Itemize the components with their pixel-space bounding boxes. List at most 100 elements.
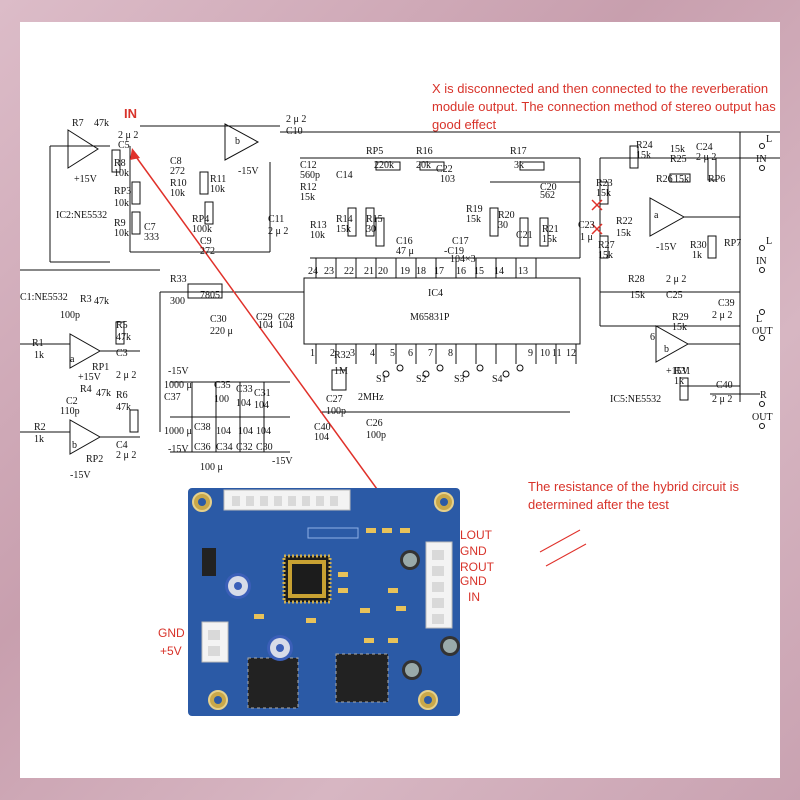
svg-text:30: 30 [366,224,376,235]
svg-text:C23: C23 [578,220,595,231]
in-marker: IN [124,106,137,121]
svg-text:RP3: RP3 [114,186,131,197]
svg-text:104: 104 [216,426,231,437]
svg-text:1: 1 [310,348,315,359]
power-gnd: GND [158,626,185,640]
switch-s3: S3 [454,374,465,385]
svg-text:C27: C27 [326,394,343,405]
svg-text:2 μ 2: 2 μ 2 [286,114,306,125]
svg-text:5: 5 [390,348,395,359]
svg-text:-15V: -15V [272,456,293,467]
output-in-2: IN [756,256,767,267]
svg-text:R31: R31 [674,366,691,377]
svg-text:C34: C34 [216,442,233,453]
svg-text:C38: C38 [194,422,211,433]
svg-text:C8: C8 [170,156,182,167]
svg-text:20: 20 [378,266,388,277]
svg-text:C4: C4 [116,440,128,451]
svg-text:C2: C2 [66,396,78,407]
ic4-part: M65831P [410,312,450,323]
pin-in: IN [468,590,480,604]
svg-text:220 μ: 220 μ [210,326,233,337]
output-out-2: OUT [752,412,773,423]
svg-text:15k: 15k [674,174,689,185]
svg-text:10k: 10k [114,168,129,179]
svg-text:C40: C40 [716,380,733,391]
svg-text:1000 μ: 1000 μ [164,380,192,391]
svg-text:3k: 3k [514,160,524,171]
svg-text:1000 μ: 1000 μ [164,426,192,437]
svg-text:C36: C36 [194,442,211,453]
svg-text:R17: R17 [510,146,527,157]
svg-text:R30: R30 [690,240,707,251]
svg-text:47k: 47k [116,402,131,413]
svg-text:47k: 47k [94,296,109,307]
svg-text:23: 23 [324,266,334,277]
svg-text:10k: 10k [210,184,225,195]
svg-text:C12: C12 [300,160,317,171]
svg-text:R21: R21 [542,224,559,235]
svg-text:-15V: -15V [238,166,259,177]
ic5-label: IC5:NE5532 [610,394,661,405]
svg-text:-C19: -C19 [444,246,464,257]
svg-text:R27: R27 [598,240,615,251]
svg-text:R5: R5 [116,320,128,331]
svg-text:100p: 100p [366,430,386,441]
svg-text:C9: C9 [200,236,212,247]
svg-text:C33: C33 [236,384,253,395]
svg-text:b: b [72,440,77,451]
svg-text:16: 16 [456,266,466,277]
svg-text:7: 7 [428,348,433,359]
svg-text:15k: 15k [466,214,481,225]
svg-text:2 μ 2: 2 μ 2 [666,274,686,285]
output-l-1: L [766,134,772,145]
svg-text:2 μ 2: 2 μ 2 [116,450,136,461]
svg-text:21: 21 [364,266,374,277]
svg-text:2 μ 2: 2 μ 2 [696,152,716,163]
svg-text:47k: 47k [94,118,109,129]
svg-text:333: 333 [144,232,159,243]
svg-text:15: 15 [474,266,484,277]
ic4-label: IC4 [428,288,443,299]
output-l-2: L [766,236,772,247]
svg-text:C22: C22 [436,164,453,175]
svg-text:2 μ 2: 2 μ 2 [712,394,732,405]
svg-text:-15V: -15V [656,242,677,253]
svg-text:300: 300 [170,296,185,307]
svg-text:562: 562 [540,190,555,201]
ic2-label: IC2:NE5532 [56,210,107,221]
svg-text:2 μ 2: 2 μ 2 [116,370,136,381]
svg-text:R14: R14 [336,214,353,225]
svg-text:15k: 15k [596,188,611,199]
svg-text:R9: R9 [114,218,126,229]
svg-text:+15V: +15V [78,372,102,383]
svg-text:b: b [235,136,240,147]
svg-text:C35: C35 [214,380,231,391]
svg-text:2MHz: 2MHz [358,392,384,403]
svg-text:R25: R25 [670,154,687,165]
svg-text:C5: C5 [118,140,130,151]
svg-text:2 μ 2: 2 μ 2 [118,130,138,141]
svg-text:24: 24 [308,266,318,277]
svg-text:R12: R12 [300,182,317,193]
regulator-label: 7805 [200,290,220,301]
svg-text:104: 104 [238,426,253,437]
pin-rout: ROUT [460,560,494,574]
svg-text:110p: 110p [60,406,80,417]
svg-text:11: 11 [552,348,562,359]
svg-text:R33: R33 [170,274,187,285]
svg-text:104: 104 [278,320,293,331]
svg-text:15k: 15k [636,150,651,161]
svg-text:C16: C16 [396,236,413,247]
svg-text:10k: 10k [310,230,325,241]
svg-text:1M: 1M [334,366,348,377]
svg-text:10k: 10k [114,198,129,209]
output-out-1: OUT [752,326,773,337]
svg-text:R26: R26 [656,174,673,185]
svg-text:10k: 10k [170,188,185,199]
svg-text:R16: R16 [416,146,433,157]
pcb-render [192,489,460,710]
svg-text:100 μ: 100 μ [200,462,223,473]
svg-text:2 μ 2: 2 μ 2 [268,226,288,237]
